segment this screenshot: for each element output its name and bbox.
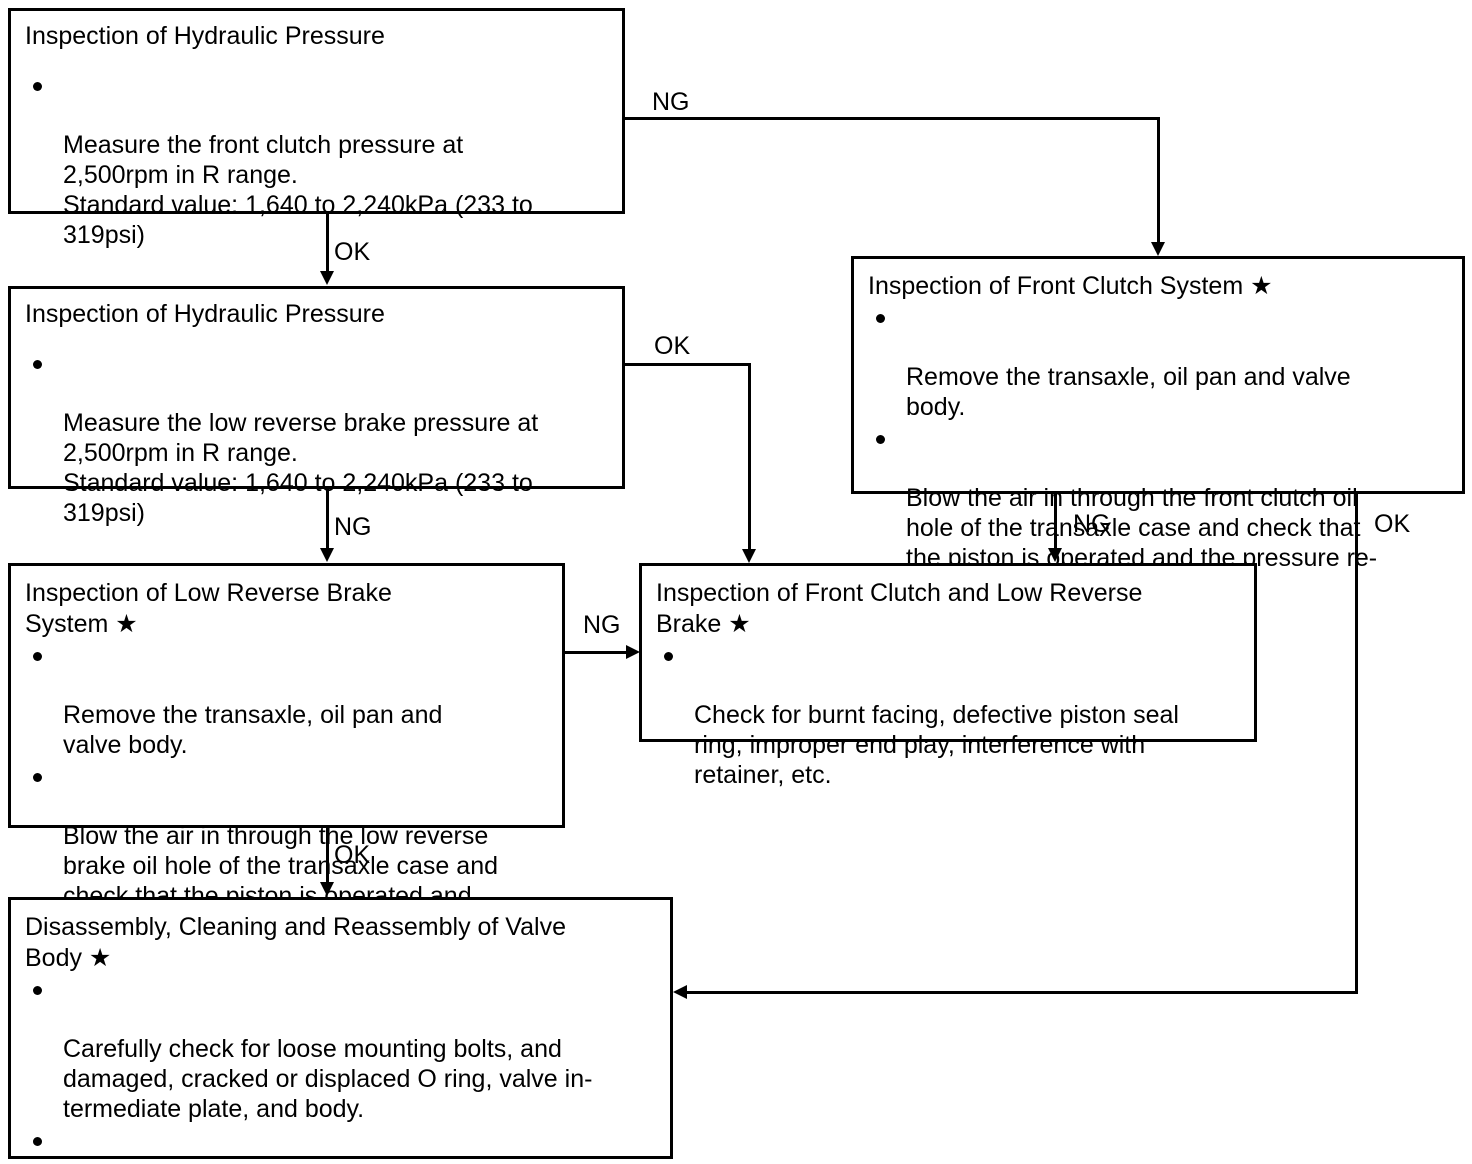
box-hydraulic-pressure-front-clutch: Inspection of Hydraulic Pressure Measure… <box>8 8 625 249</box>
list-item: Check for burnt facing, defective piston… <box>656 640 1242 790</box>
edge-label-ng-box2-lrbs: NG <box>334 513 372 541</box>
box-title: Inspection of Hydraulic Pressure <box>25 300 385 328</box>
connector-ng-box2-lrbs-vertical <box>326 489 329 549</box>
list-item-text: Remove the transaxle, oil pan and valve … <box>906 363 1351 421</box>
box-front-clutch-system: Inspection of Front Clutch System ★ Remo… <box>851 256 1465 602</box>
bullet-dot-icon <box>33 773 42 782</box>
list-item-text: Remove the transaxle, oil pan and valve … <box>63 701 443 759</box>
connector-ng-fcs-fclrb-arrowhead <box>1048 548 1062 562</box>
connector-ok-fcs-valvebody-vertical <box>1355 494 1358 993</box>
list-item: Measure the front clutch pressure at 2,5… <box>25 70 610 250</box>
bullet-dot-icon <box>33 652 42 661</box>
connector-ng-lrbs-fclrb-arrowhead <box>626 645 640 659</box>
connector-ng-front-clutch-arrowhead <box>1151 242 1165 256</box>
box-low-reverse-brake-system: Inspection of Low Reverse Brake System ★… <box>8 563 565 940</box>
list-item-text: Carefully check for loose mounting bolts… <box>63 1035 593 1123</box>
connector-ng-lrbs-fclrb-horizontal <box>565 651 629 654</box>
connector-ok-box2-fclrb-arrowhead <box>742 549 756 563</box>
bullet-dot-icon <box>33 82 42 91</box>
connector-ng-front-clutch-horizontal <box>624 117 1160 120</box>
box-title: Inspection of Hydraulic Pressure <box>25 22 385 50</box>
box-title: Disassembly, Cleaning and Reassembly of … <box>25 913 566 972</box>
edge-label-ng-lrbs-fclrb: NG <box>583 611 621 639</box>
box-title: Inspection of Front Clutch and Low Rever… <box>656 579 1143 638</box>
box-hydraulic-pressure-low-reverse: Inspection of Hydraulic Pressure Measure… <box>8 286 625 527</box>
connector-ng-box2-lrbs-arrowhead <box>320 548 334 562</box>
edge-label-ng-front-clutch: NG <box>652 88 690 116</box>
connector-ok-fcs-valvebody-arrowhead <box>673 985 687 999</box>
box-title: Inspection of Low Reverse Brake System ★ <box>25 579 392 638</box>
bullet-list: Measure the low reverse brake pressure a… <box>25 348 610 528</box>
connector-ok-fcs-valvebody-horizontal <box>687 991 1358 994</box>
connector-ng-front-clutch-vertical <box>1157 117 1160 243</box>
list-item: If there are damaged or cracked parts th… <box>25 1125 658 1164</box>
edge-label-ng-fcs-fclrb: NG <box>1073 510 1111 538</box>
box-title: Inspection of Front Clutch System ★ <box>868 272 1273 300</box>
edge-label-ok-fcs-valvebody: OK <box>1374 510 1411 538</box>
edge-label-ok-lrbs-valvebody: OK <box>334 841 371 869</box>
bullet-dot-icon <box>33 1137 42 1146</box>
bullet-list: Carefully check for loose mounting bolts… <box>25 974 658 1164</box>
list-item: Measure the low reverse brake pressure a… <box>25 348 610 528</box>
list-item-text: Measure the low reverse brake pressure a… <box>63 409 539 527</box>
connector-ok-box2-fclrb-horizontal <box>624 363 751 366</box>
list-item-text: Check for burnt facing, defective piston… <box>694 701 1179 789</box>
box-valve-body: Disassembly, Cleaning and Reassembly of … <box>8 897 673 1159</box>
list-item: Carefully check for loose mounting bolts… <box>25 974 658 1124</box>
list-item: Remove the transaxle, oil pan and valve … <box>868 302 1450 422</box>
connector-ok-box2-fclrb-vertical <box>748 363 751 550</box>
list-item: Remove the transaxle, oil pan and valve … <box>25 640 550 760</box>
bullet-dot-icon <box>876 314 885 323</box>
bullet-dot-icon <box>876 435 885 444</box>
bullet-dot-icon <box>33 986 42 995</box>
edge-label-ok-box1-box2: OK <box>334 238 371 266</box>
connector-ok-lrbs-valvebody-vertical <box>326 828 329 883</box>
list-item-text: Measure the front clutch pressure at 2,5… <box>63 131 533 249</box>
bullet-dot-icon <box>33 360 42 369</box>
connector-ok-box1-box2-vertical <box>326 214 329 272</box>
bullet-list: Check for burnt facing, defective piston… <box>656 640 1242 790</box>
connector-ok-lrbs-valvebody-arrowhead <box>320 882 334 896</box>
box-front-clutch-and-low-reverse-brake: Inspection of Front Clutch and Low Rever… <box>639 563 1257 789</box>
bullet-dot-icon <box>664 652 673 661</box>
connector-ng-fcs-fclrb-vertical <box>1054 494 1057 549</box>
edge-label-ok-box2-fclrb: OK <box>654 332 691 360</box>
bullet-list: Remove the transaxle, oil pan and valve … <box>868 302 1450 603</box>
bullet-list: Remove the transaxle, oil pan and valve … <box>25 640 550 941</box>
bullet-list: Measure the front clutch pressure at 2,5… <box>25 70 610 250</box>
connector-ok-box1-box2-arrowhead <box>320 271 334 285</box>
